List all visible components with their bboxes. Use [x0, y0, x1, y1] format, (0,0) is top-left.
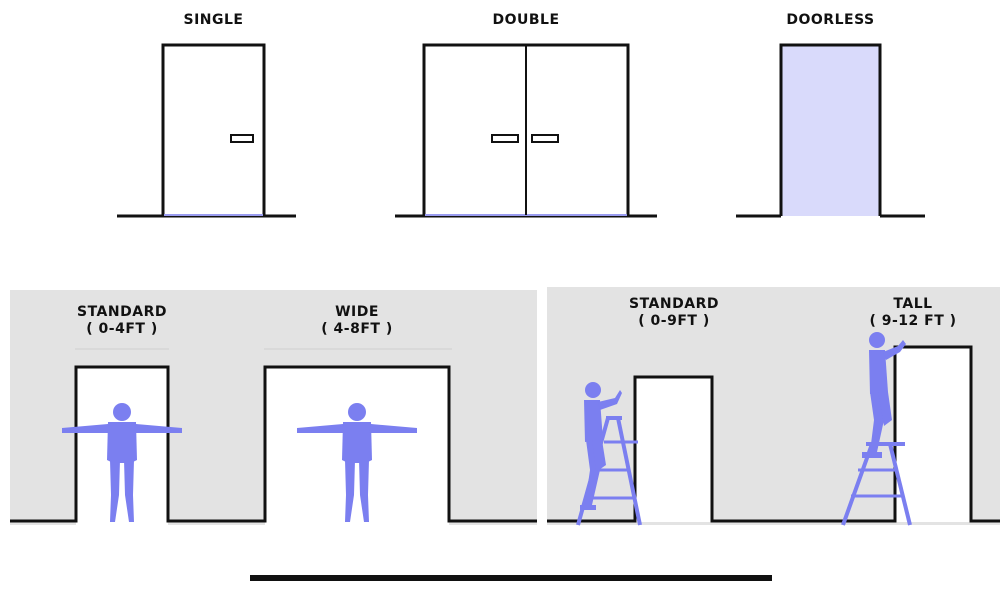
label-wide-range: ( 4-8FT ) — [297, 321, 417, 337]
door-handle-icon — [532, 135, 558, 142]
label-tall-title: TALL — [858, 296, 968, 312]
label-standard-height-title: STANDARD — [614, 296, 734, 312]
label-standard-width-range: ( 0-4FT ) — [62, 321, 182, 337]
door-handle-icon — [231, 135, 253, 142]
door-handle-icon — [492, 135, 518, 142]
label-standard-height-range: ( 0-9FT ) — [614, 313, 734, 329]
label-tall-range: ( 9-12 FT ) — [858, 313, 968, 329]
door-doorless — [736, 45, 925, 216]
door-single — [117, 45, 296, 216]
label-doorless: DOORLESS — [781, 12, 880, 28]
door-double — [395, 45, 657, 216]
label-wide-title: WIDE — [297, 304, 417, 320]
label-standard-width-title: STANDARD — [62, 304, 182, 320]
label-double: DOUBLE — [424, 12, 628, 28]
label-single: SINGLE — [163, 12, 264, 28]
